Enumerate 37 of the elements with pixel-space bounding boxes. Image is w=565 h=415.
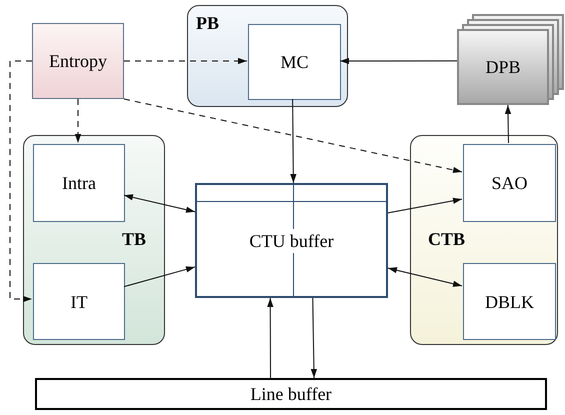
process-box <box>463 263 556 340</box>
arrow <box>504 104 512 144</box>
node-label: DPB <box>485 58 520 76</box>
buffer-bar <box>35 378 547 410</box>
arrow <box>290 98 296 184</box>
arrow <box>10 60 32 302</box>
node-label: Line buffer <box>250 385 332 403</box>
group-panel <box>187 5 348 107</box>
arrow <box>310 298 318 378</box>
group-title: PB <box>196 14 220 32</box>
arrow <box>124 98 462 174</box>
arrow <box>124 58 248 64</box>
node-label: Entropy <box>49 52 107 70</box>
arrow <box>340 58 458 64</box>
group-title: CTB <box>428 230 466 248</box>
node-label: SAO <box>491 174 528 192</box>
node-label: CTU buffer <box>249 232 334 250</box>
node-label: Intra <box>62 174 96 192</box>
arrow <box>124 194 196 213</box>
group-title: TB <box>122 230 146 248</box>
buffer-box <box>195 183 388 298</box>
arrow <box>267 298 274 378</box>
stacked-box <box>457 13 563 105</box>
node-label: IT <box>70 292 88 310</box>
node-label: DBLK <box>485 292 534 310</box>
arrow <box>74 98 82 144</box>
process-box <box>463 144 556 222</box>
arrow <box>388 267 462 287</box>
group-panel <box>23 135 165 345</box>
process-box <box>32 23 124 99</box>
process-box <box>33 263 125 340</box>
arrow <box>124 266 196 288</box>
process-box <box>248 24 341 100</box>
group-panel <box>410 135 558 345</box>
arrow <box>388 198 462 214</box>
node-label: MC <box>280 53 308 71</box>
process-box <box>33 144 125 222</box>
